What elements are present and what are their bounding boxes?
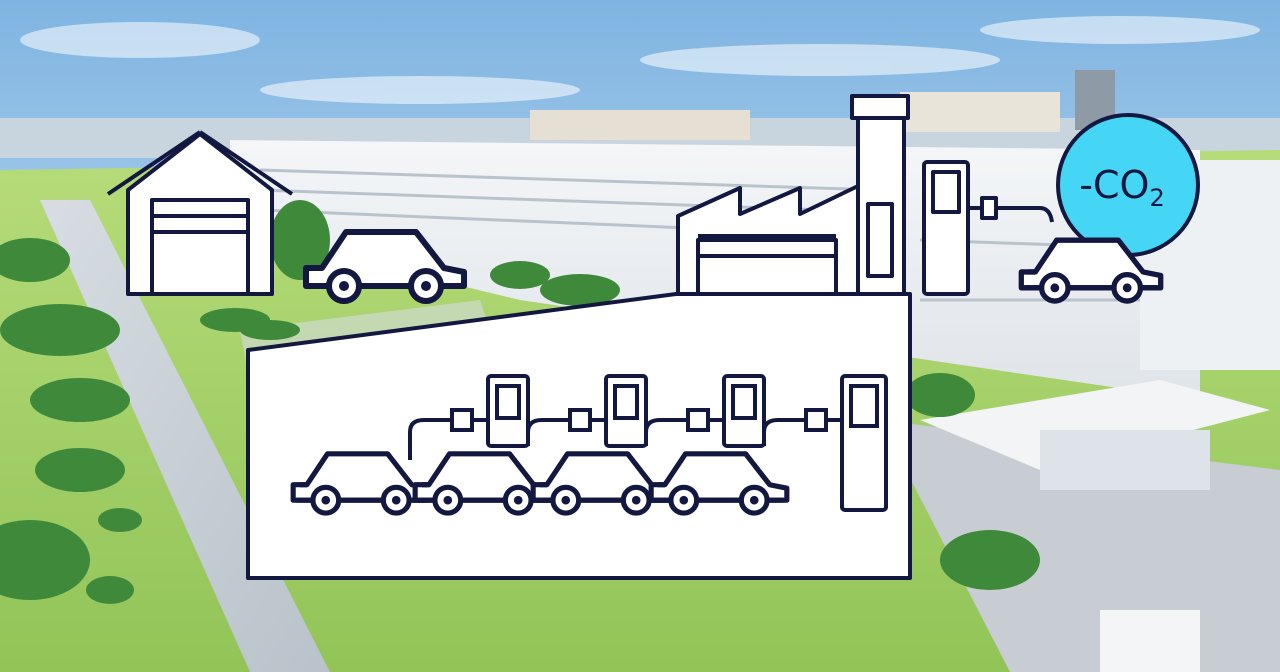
- factory-floor-panel: [246, 292, 912, 580]
- co2-badge-label: -CO2: [1079, 163, 1164, 212]
- factory-icon: [676, 94, 910, 300]
- co2-badge-icon: -CO2: [1056, 113, 1200, 257]
- charging-station-icon: [922, 160, 1054, 296]
- garage-icon: [106, 130, 294, 296]
- charging-row-icon: [293, 374, 888, 513]
